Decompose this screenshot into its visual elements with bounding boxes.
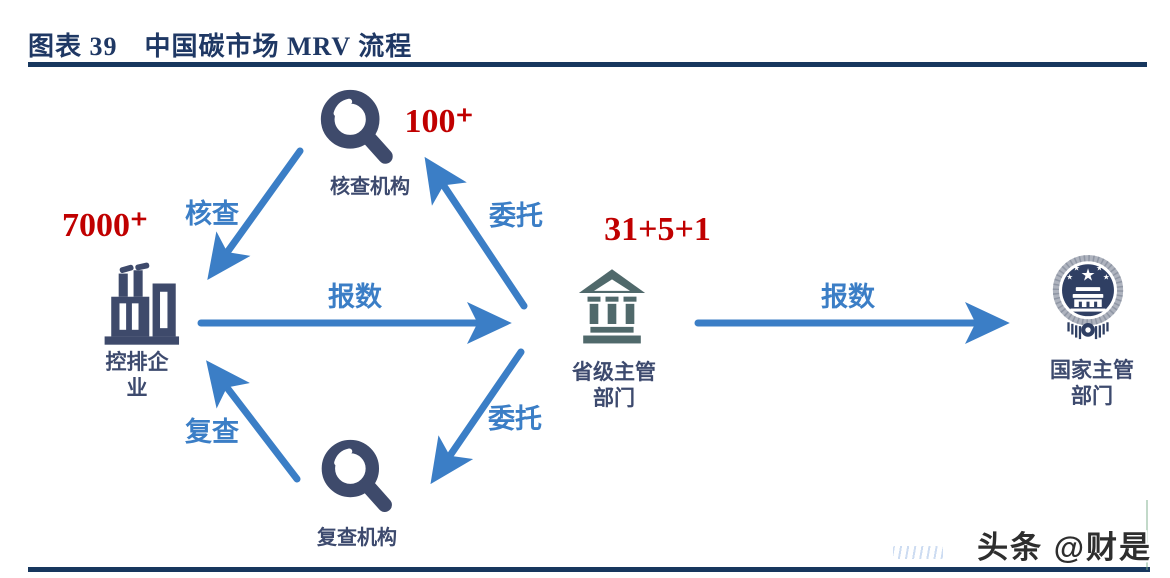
- edge-label-report-national: 报数: [821, 282, 875, 312]
- node-label-provincial: 省级主管 部门: [552, 360, 676, 413]
- svg-text:★: ★: [1066, 273, 1073, 282]
- arrow-entrust-verify: [424, 156, 528, 310]
- edge-label-entrust-review: 委托: [488, 404, 542, 434]
- provincial-label-line2: 部门: [593, 387, 635, 411]
- node-label-reviewer: 复查机构: [317, 527, 397, 549]
- edge-label-review: 复查: [185, 417, 239, 447]
- edge-label-report-local: 报数: [328, 282, 382, 312]
- watermark-remnant: [893, 546, 943, 559]
- node-label-national: 国家主管 部门: [1030, 358, 1154, 411]
- national-label-line1: 国家主管: [1050, 359, 1134, 382]
- node-label-enterprise: 控排企 业: [77, 350, 197, 403]
- watermark-credit: 头条 @财是: [977, 530, 1152, 565]
- edge-label-entrust-verify: 委托: [489, 201, 543, 231]
- national-label-line2: 部门: [1071, 385, 1113, 409]
- provincial-label-line1: 省级主管: [572, 361, 656, 384]
- enterprise-label-line2: 业: [126, 377, 148, 401]
- verifier-magnifier-icon: [320, 89, 393, 164]
- scan-artifact-line: [1146, 500, 1148, 570]
- node-label-verifier: 核查机构: [330, 176, 410, 198]
- provincial-count-badge: 31+5+1: [604, 211, 711, 248]
- svg-text:★: ★: [1073, 263, 1080, 272]
- enterprise-label-line1: 控排企: [105, 351, 169, 374]
- title-rule: [28, 62, 1147, 67]
- svg-text:★: ★: [1080, 264, 1095, 284]
- svg-text:★: ★: [1103, 273, 1110, 282]
- bottom-rule: [28, 567, 1150, 572]
- svg-text:★: ★: [1096, 263, 1103, 272]
- enterprise-count-badge: 7000⁺: [62, 207, 148, 244]
- edge-label-verify: 核查: [185, 199, 239, 229]
- national-emblem-icon: ★ ★ ★ ★ ★: [1052, 255, 1124, 340]
- figure-title: 图表 39 中国碳市场 MRV 流程: [28, 32, 413, 61]
- verifier-count-badge: 100⁺: [404, 103, 474, 140]
- government-building-icon: [578, 269, 646, 344]
- reviewer-magnifier-icon: [321, 439, 392, 513]
- factory-icon: [104, 262, 180, 345]
